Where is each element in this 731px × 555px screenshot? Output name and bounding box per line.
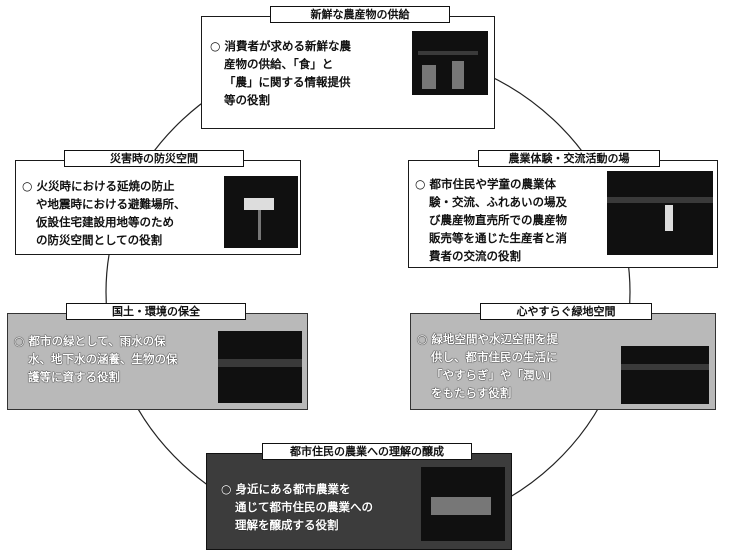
text-line: をもたらす役割 (431, 386, 512, 400)
bullet-icon: ○ (210, 39, 221, 53)
photo-farm-lesson (421, 467, 505, 541)
text-line: 身近にある都市農業を (235, 482, 351, 496)
text-line: び農産物直売所での農産物 (429, 213, 567, 227)
card-green-space-text: ○緑地空間や水辺空間を提 供し、都市住民の生活に 「やすらぎ」や「潤い」 をもた… (417, 330, 617, 402)
text-line: 都市住民や学童の農業体 (429, 177, 556, 191)
card-farming-exchange-text: ○都市住民や学童の農業体 験・交流、ふれあいの場及 び農産物直売所での農産物 販… (415, 175, 609, 265)
label-green-space: 心やすらぐ緑地空間 (480, 303, 652, 320)
text-line: 緑地空間や水辺空間を提 (431, 332, 558, 346)
text-line: 火災時における延焼の防止 (36, 179, 175, 193)
bullet-icon: ○ (22, 179, 33, 193)
bullet-icon: ○ (221, 482, 232, 496)
photo-market (412, 31, 488, 95)
card-environment-conservation-text: ○都市の緑として、雨水の保 水、地下水の涵養、生物の保 護等に資する役割 (14, 332, 220, 386)
card-farming-exchange: ○都市住民や学童の農業体 験・交流、ふれあいの場及 び農産物直売所での農産物 販… (408, 160, 718, 268)
text-line: 販売等を通じた生産者と消 (429, 231, 567, 245)
text-line: 理解を醸成する役割 (235, 518, 339, 532)
card-environment-conservation: ○都市の緑として、雨水の保 水、地下水の涵養、生物の保 護等に資する役割 (7, 313, 308, 410)
label-agriculture-understanding: 都市住民の農業への理解の醸成 (262, 443, 472, 460)
text-line: 消費者が求める新鮮な農 (224, 39, 351, 53)
text-line: 水、地下水の涵養、生物の保 (28, 352, 178, 366)
text-line: 験・交流、ふれあいの場及 (429, 195, 567, 209)
text-line: 「やすらぎ」や「潤い」 (431, 368, 558, 382)
label-fresh-produce: 新鮮な農産物の供給 (270, 6, 450, 23)
label-disaster-space: 災害時の防災空間 (64, 150, 244, 167)
card-agriculture-understanding-text: ○身近にある都市農業を 通じて都市住民の農業への 理解を醸成する役割 (221, 480, 409, 534)
card-disaster-space: ○火災時における延焼の防止 や地震時における避難場所、 仮設住宅建設用地等のため… (15, 160, 301, 255)
text-line: 都市の緑として、雨水の保 (28, 334, 166, 348)
text-line: 産物の供給、「食」と (224, 57, 334, 71)
photo-farm-activity (607, 171, 713, 255)
text-line: 護等に資する役割 (28, 370, 120, 384)
photo-green-field (218, 331, 302, 403)
text-line: の防災空間としての役割 (36, 233, 163, 247)
text-line: 「農」に関する情報提供 (224, 75, 351, 89)
label-farming-exchange: 農業体験・交流活動の場 (478, 150, 660, 167)
text-line: 仮設住宅建設用地等のため (36, 215, 174, 229)
bullet-icon: ○ (415, 177, 426, 191)
text-line: や地震時における避難場所、 (36, 197, 186, 211)
photo-evacuation-sign (224, 176, 298, 248)
card-disaster-space-text: ○火災時における延焼の防止 や地震時における避難場所、 仮設住宅建設用地等のため… (22, 177, 230, 249)
text-line: 供し、都市住民の生活に (431, 350, 558, 364)
card-fresh-produce-text: ○消費者が求める新鮮な農 産物の供給、「食」と 「農」に関する情報提供 等の役割 (210, 37, 406, 109)
card-agriculture-understanding: ○身近にある都市農業を 通じて都市住民の農業への 理解を醸成する役割 (206, 453, 512, 550)
card-fresh-produce: ○消費者が求める新鮮な農 産物の供給、「食」と 「農」に関する情報提供 等の役割 (201, 16, 495, 129)
bullet-icon: ○ (417, 332, 428, 346)
text-line: 費者の交流の役割 (429, 249, 521, 263)
text-line: 等の役割 (224, 93, 270, 107)
text-line: 通じて都市住民の農業への (235, 500, 373, 514)
bullet-icon: ○ (14, 334, 25, 348)
label-environment-conservation: 国土・環境の保全 (66, 303, 246, 320)
card-green-space: ○緑地空間や水辺空間を提 供し、都市住民の生活に 「やすらぎ」や「潤い」 をもた… (410, 313, 716, 410)
photo-waterside (621, 346, 709, 404)
